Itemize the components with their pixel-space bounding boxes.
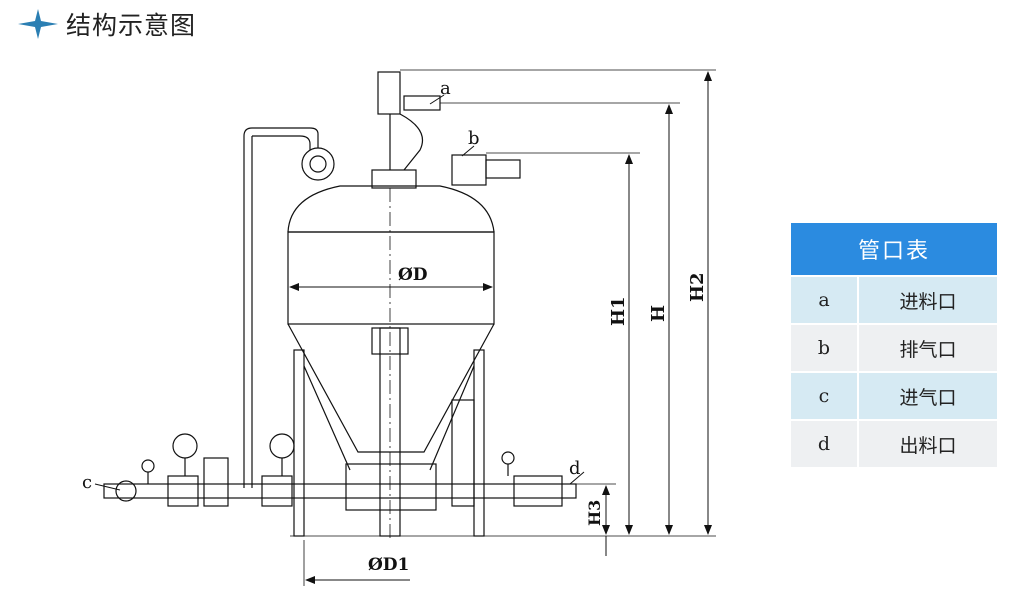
label-h3: H3 <box>585 500 604 526</box>
table-row: a 进料口 <box>791 275 997 324</box>
title-text: 结构示意图 <box>66 11 197 40</box>
vessel-top-head <box>287 185 495 233</box>
label-d: d <box>569 458 581 479</box>
port-key: a <box>791 275 859 324</box>
label-diameter-d: ØD <box>398 265 428 285</box>
vent-valve <box>451 154 487 186</box>
port-name: 进气口 <box>858 371 997 420</box>
port-table-header: 管口表 <box>791 223 997 276</box>
label-h2: H2 <box>687 272 708 302</box>
table-row: d 出料口 <box>791 419 997 467</box>
port-name: 排气口 <box>858 323 997 372</box>
bypass-pipe <box>243 127 319 488</box>
port-table: 管口表 a 进料口 b 排气口 c 进气口 d 出料口 <box>791 223 997 467</box>
table-row: c 进气口 <box>791 371 997 420</box>
four-point-star-icon <box>18 9 58 39</box>
label-c: c <box>82 472 92 493</box>
air-inlet-line <box>103 483 577 499</box>
vessel-cylinder <box>287 231 495 325</box>
label-h1: H1 <box>608 296 629 326</box>
section-title: 结构示意图 <box>18 6 196 42</box>
support-leg-left <box>293 349 305 537</box>
port-name: 进料口 <box>858 275 997 324</box>
label-h: H <box>648 305 669 322</box>
port-key: c <box>791 371 859 420</box>
label-a: a <box>440 78 451 99</box>
feed-valve <box>377 71 401 115</box>
label-b: b <box>468 128 480 149</box>
top-left-valve <box>301 147 335 181</box>
port-key: b <box>791 323 859 372</box>
label-diameter-d1: ØD1 <box>368 555 409 575</box>
vessel-cone <box>287 323 495 453</box>
port-key: d <box>791 419 859 467</box>
structure-diagram: a b c d ØD ØD1 H1 H H2 H3 <box>82 69 716 586</box>
table-row: b 排气口 <box>791 323 997 372</box>
support-leg-right <box>473 349 485 537</box>
port-name: 出料口 <box>858 419 997 467</box>
